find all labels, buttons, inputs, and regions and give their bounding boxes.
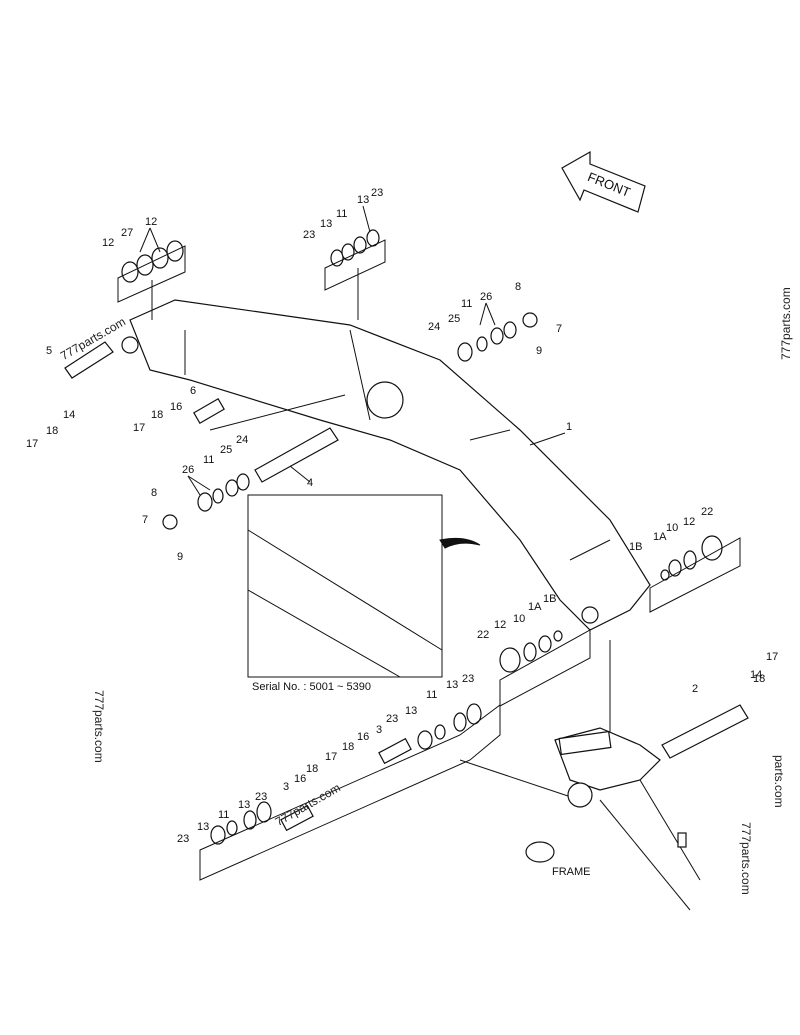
callout-11-top: 11 — [336, 208, 347, 220]
callout-12-top-b: 12 — [102, 237, 114, 249]
callout-13-lower-left-a: 13 — [197, 821, 209, 833]
frame-assembly — [525, 727, 701, 911]
callout-10-center: 10 — [513, 613, 525, 625]
callout-18-lower-a: 18 — [342, 741, 354, 753]
callout-1b-right: 1B — [629, 541, 642, 553]
callout-2: 2 — [692, 683, 698, 695]
callout-16-lower-b: 16 — [294, 773, 306, 785]
callout-12-right: 12 — [683, 516, 695, 528]
washer-stack-right-end — [660, 535, 723, 581]
callout-22-center: 22 — [477, 629, 489, 641]
callout-1: 1 — [566, 421, 572, 433]
leader-lines — [139, 205, 566, 496]
callout-23-lower-center-a: 23 — [462, 673, 474, 685]
serial-inset-box — [247, 494, 443, 678]
pin-5 — [64, 341, 114, 379]
washer-stack-center-end — [499, 630, 563, 673]
callout-5: 5 — [46, 345, 52, 357]
callout-13-top: 13 — [320, 218, 332, 230]
pin-3-upper — [378, 737, 412, 765]
callout-23-top-a: 23 — [371, 187, 383, 199]
callout-11-right: 11 — [461, 298, 472, 310]
callout-14-left: 14 — [63, 409, 75, 421]
callout-13-lower-center-b: 13 — [446, 679, 458, 691]
callout-9-right: 9 — [536, 345, 542, 357]
guide-box-lower-chain — [199, 704, 501, 881]
washer-stack-lower-center — [417, 703, 482, 750]
guide-box-center-end — [499, 629, 591, 707]
pin-4 — [254, 427, 339, 483]
watermark-right-vertical: 777parts.com — [779, 287, 793, 360]
callout-25-right: 25 — [448, 313, 460, 325]
callout-1a-right: 1A — [653, 531, 667, 543]
callout-23-lower-left-a: 23 — [255, 791, 267, 803]
front-arrow-icon: FRONT — [561, 150, 646, 213]
washer-stack-left — [162, 473, 250, 530]
watermark-edge-right: parts.com — [772, 755, 786, 808]
callout-26-right: 26 — [480, 291, 492, 303]
callout-4: 4 — [307, 477, 313, 489]
callout-1a-center: 1A — [528, 601, 542, 613]
callout-9-left: 9 — [177, 551, 183, 563]
serial-number-text: Serial No. : 5001 ~ 5390 — [252, 681, 371, 693]
callout-26-left: 26 — [182, 464, 194, 476]
frame-label: FRAME — [552, 866, 591, 878]
callout-8-right: 8 — [515, 281, 521, 293]
washer-stack-top-center — [330, 229, 380, 267]
callout-17-left: 17 — [26, 438, 38, 450]
callout-17-right: 17 — [766, 651, 778, 663]
guide-box-right-end — [649, 537, 741, 613]
callout-18-upper: 18 — [151, 409, 163, 421]
callout-23-lower-left-b: 23 — [177, 833, 189, 845]
callout-11-left: 11 — [203, 454, 214, 466]
callout-11-lower-center: 11 — [426, 689, 437, 701]
callout-11-lower-left: 11 — [218, 809, 229, 821]
callout-27: 27 — [121, 227, 133, 239]
callout-24-left: 24 — [236, 434, 248, 446]
callout-18-left: 18 — [46, 425, 58, 437]
callout-23-lower-center-b: 23 — [386, 713, 398, 725]
callout-14-right: 14 — [750, 669, 762, 681]
callout-22-right: 22 — [701, 506, 713, 518]
callout-25-left: 25 — [220, 444, 232, 456]
callout-3-lower: 3 — [283, 781, 289, 793]
callout-6: 6 — [190, 385, 196, 397]
callout-labels: 1 1A 1B 1A 1B 2 3 3 4 5 6 7 7 8 8 9 9 10… — [26, 187, 778, 845]
pin-2 — [661, 704, 749, 759]
pin-6 — [193, 397, 225, 425]
callout-7-left: 7 — [142, 514, 148, 526]
callout-12-center: 12 — [494, 619, 506, 631]
callout-12-top-a: 12 — [145, 216, 157, 228]
callout-10-right: 10 — [666, 522, 678, 534]
callout-3-upper: 3 — [376, 724, 382, 736]
callout-18-lower-b: 18 — [306, 763, 318, 775]
callout-16-lower-a: 16 — [357, 731, 369, 743]
callout-1b-center: 1B — [543, 593, 556, 605]
callout-23-top-b: 23 — [303, 229, 315, 241]
boom-outline — [121, 299, 651, 631]
callout-8-left: 8 — [151, 487, 157, 499]
washer-stack-right — [457, 312, 538, 362]
watermark-left-vertical: 777parts.com — [92, 690, 106, 763]
callout-16-upper: 16 — [170, 401, 182, 413]
inset-pointer-icon — [439, 537, 481, 549]
guide-box-top-left — [117, 245, 186, 303]
callout-24-right: 24 — [428, 321, 440, 333]
callout-18-right: 18 — [753, 673, 765, 685]
callout-13-top-b: 13 — [357, 194, 369, 206]
pin-3-lower — [280, 804, 314, 832]
callout-7-right: 7 — [556, 323, 562, 335]
guide-box-top-center — [324, 239, 386, 291]
washer-stack-lower-left — [210, 801, 272, 845]
callout-13-lower-left-b: 13 — [238, 799, 250, 811]
watermark-lower-right: 777parts.com — [739, 822, 753, 895]
callout-13-lower-center-a: 13 — [405, 705, 417, 717]
callout-17-lower: 17 — [325, 751, 337, 763]
callout-17-upper: 17 — [133, 422, 145, 434]
